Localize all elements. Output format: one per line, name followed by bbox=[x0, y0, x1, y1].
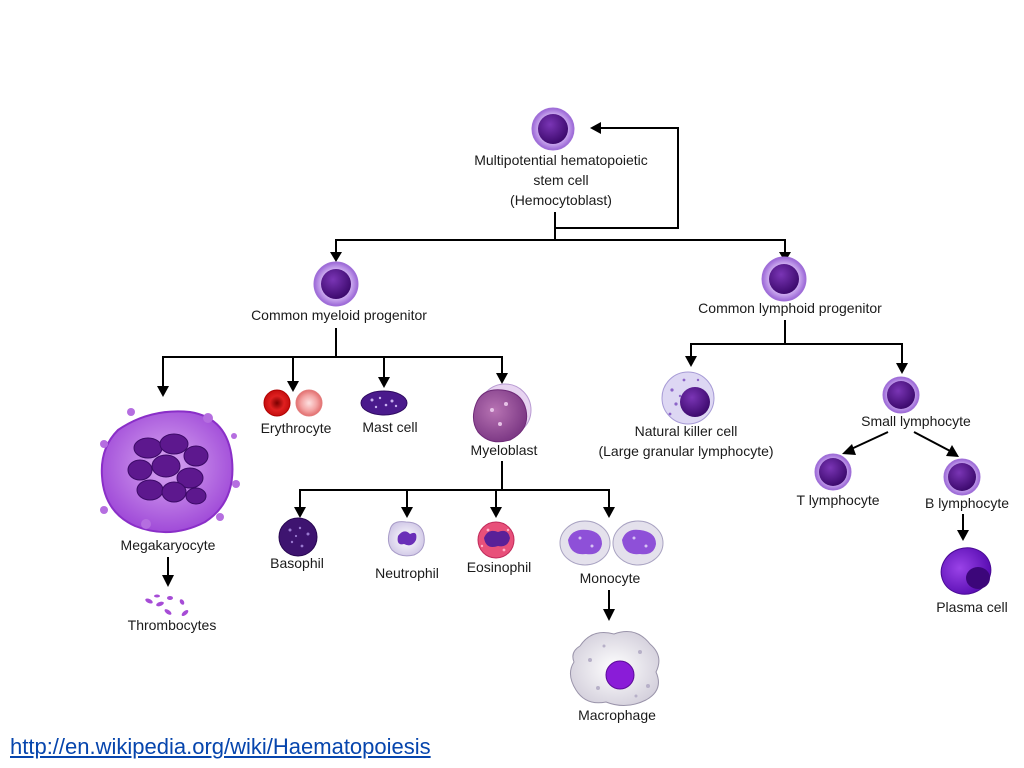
arrow-to-b-lymphocyte bbox=[946, 445, 959, 457]
monocyte-cell-icon bbox=[559, 520, 664, 566]
plasma-cell-icon bbox=[940, 547, 992, 595]
nk-cell-label-line1: Natural killer cell bbox=[635, 423, 738, 439]
arrow-to-small-lymphocyte bbox=[896, 363, 908, 374]
myeloblast-cell-icon bbox=[472, 383, 532, 443]
megakaryocyte-cell-icon bbox=[100, 408, 240, 534]
mast-cell-icon bbox=[360, 390, 408, 416]
arrow-to-nk-cell bbox=[685, 356, 697, 367]
macrophage-label: Macrophage bbox=[578, 707, 656, 723]
b-lymphocyte-connector bbox=[913, 431, 953, 453]
megakaryocyte-label: Megakaryocyte bbox=[121, 537, 216, 553]
eosinophil-label: Eosinophil bbox=[467, 559, 532, 575]
natural-killer-cell-icon bbox=[661, 371, 715, 425]
arrow-to-eosinophil bbox=[490, 507, 502, 518]
myeloid-split-connector bbox=[162, 356, 503, 386]
basophil-label: Basophil bbox=[270, 555, 324, 571]
arrow-to-monocyte bbox=[603, 507, 615, 518]
arrow-to-myeloblast bbox=[496, 373, 508, 384]
arrow-to-macrophage bbox=[603, 609, 615, 621]
eosinophil-cell-icon bbox=[477, 521, 515, 559]
t-lymphocyte-cell-icon bbox=[814, 453, 852, 491]
myeloblast-label: Myeloblast bbox=[471, 442, 538, 458]
arrow-self-renewal bbox=[590, 122, 601, 134]
t-lymphocyte-connector bbox=[848, 431, 889, 451]
labels: Multipotential hematopoietic stem cell (… bbox=[121, 152, 1010, 723]
arrow-to-megakaryocyte bbox=[157, 386, 169, 397]
stem-cell-icon bbox=[531, 107, 575, 151]
lymphoid-split-connector bbox=[690, 343, 903, 364]
arrow-to-cmp bbox=[330, 252, 342, 262]
arrow-to-t-lymphocyte bbox=[842, 444, 856, 455]
t-lymphocyte-label: T lymphocyte bbox=[797, 492, 880, 508]
lymphoid-progenitor-label: Common lymphoid progenitor bbox=[698, 300, 882, 316]
thrombocytes-icon bbox=[145, 594, 189, 616]
arrow-to-plasma-cell bbox=[957, 530, 969, 541]
progenitor-split-connector bbox=[335, 239, 786, 254]
myeloid-progenitor-label: Common myeloid progenitor bbox=[251, 307, 427, 323]
source-link[interactable]: http://en.wikipedia.org/wiki/Haematopoie… bbox=[10, 734, 431, 759]
arrow-to-erythrocyte bbox=[287, 381, 299, 392]
plasma-cell-label: Plasma cell bbox=[936, 599, 1008, 615]
thrombocytes-label: Thrombocytes bbox=[128, 617, 217, 633]
monocyte-label: Monocyte bbox=[580, 570, 641, 586]
nk-cell-label-line2: (Large granular lymphocyte) bbox=[598, 443, 773, 459]
neutrophil-cell-icon bbox=[387, 521, 425, 557]
mast-cell-label: Mast cell bbox=[362, 419, 417, 435]
granulocyte-split-connector bbox=[299, 489, 610, 508]
b-lymphocyte-label: B lymphocyte bbox=[925, 495, 1009, 511]
arrow-to-thrombocytes bbox=[162, 575, 174, 587]
stem-cell-label-line2: stem cell bbox=[533, 172, 588, 188]
b-lymphocyte-cell-icon bbox=[943, 458, 981, 496]
erythrocyte-cell-icon bbox=[263, 389, 323, 417]
myeloid-progenitor-cell-icon bbox=[313, 261, 359, 307]
stem-cell-label-line1: Multipotential hematopoietic bbox=[474, 152, 648, 168]
erythrocyte-label: Erythrocyte bbox=[261, 420, 332, 436]
small-lymphocyte-label: Small lymphocyte bbox=[861, 413, 971, 429]
arrow-to-neutrophil bbox=[401, 507, 413, 518]
arrow-to-basophil bbox=[294, 507, 306, 518]
neutrophil-label: Neutrophil bbox=[375, 565, 439, 581]
basophil-cell-icon bbox=[278, 517, 318, 557]
macrophage-cell-icon bbox=[570, 631, 660, 706]
small-lymphocyte-cell-icon bbox=[882, 376, 920, 414]
arrow-to-mast-cell bbox=[378, 377, 390, 388]
stem-cell-label-line3: (Hemocytoblast) bbox=[510, 192, 612, 208]
lymphoid-progenitor-cell-icon bbox=[761, 256, 807, 302]
